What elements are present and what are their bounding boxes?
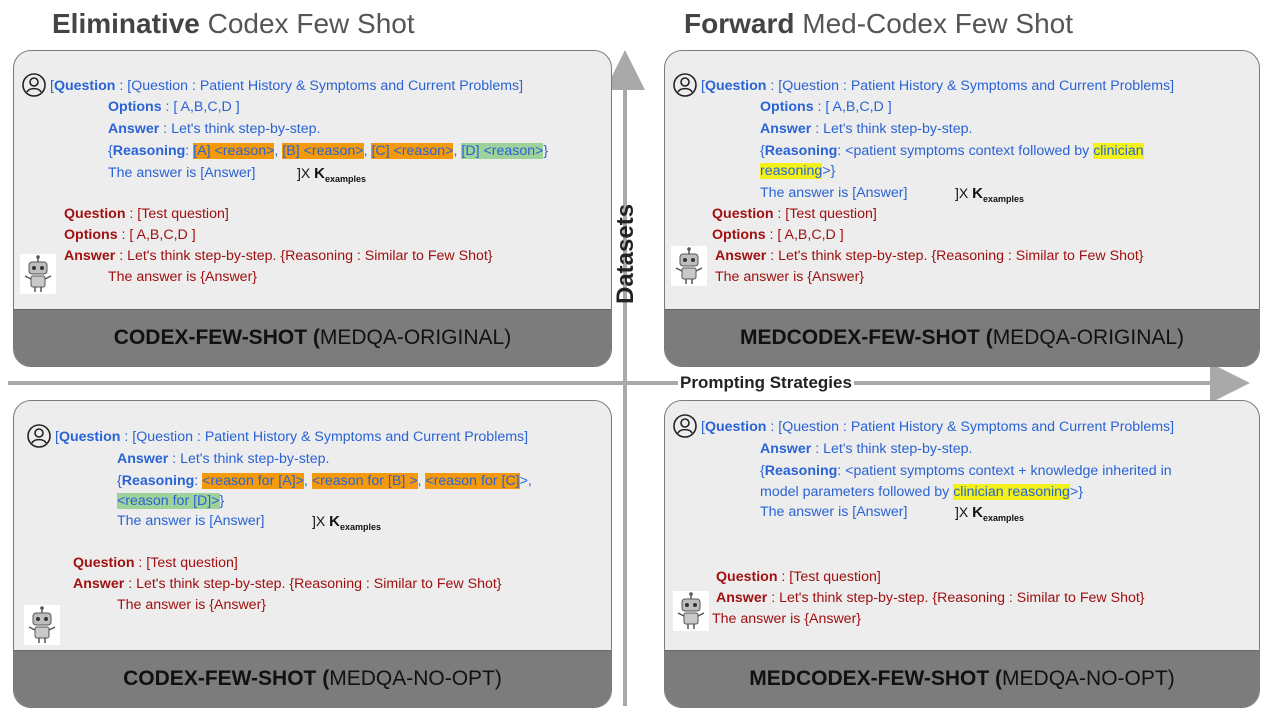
user-circle-icon	[673, 414, 697, 438]
final-answer-line: The answer is [Answer]	[760, 185, 908, 201]
x-axis-label: Prompting Strategies	[678, 373, 854, 393]
panel-footer: MEDCODEX-FEW-SHOT (MEDQA-ORIGINAL)	[665, 309, 1259, 366]
reasoning-line: {Reasoning: [A] <reason>, [B] <reason>, …	[108, 143, 549, 159]
user-circle-icon	[22, 73, 46, 97]
question-line: [Question : [Question : Patient History …	[55, 429, 529, 445]
robot-icon	[671, 246, 707, 286]
panel-codex-no-opt: [Question : [Question : Patient History …	[13, 400, 612, 708]
test-question-line: Question : [Test question]	[73, 555, 238, 571]
y-axis-label: Datasets	[612, 203, 639, 304]
panel-medcodex-original: [Question : [Question : Patient History …	[664, 50, 1260, 367]
final-answer-line: The answer is [Answer]	[117, 513, 265, 529]
test-answer-line: Answer : Let's think step-by-step. {Reas…	[64, 248, 493, 264]
reasoning-line-2: <reason for [D]>}	[117, 493, 225, 509]
reasoning-line: {Reasoning: <reason for [A]>, <reason fo…	[117, 473, 532, 489]
reasoning-line: {Reasoning: <patient symptoms context + …	[760, 463, 1172, 479]
options-line: Options : [ A,B,C,D ]	[760, 99, 892, 115]
reasoning-line: {Reasoning: <patient symptoms context fo…	[760, 143, 1144, 159]
k-examples-multiplier: ]X Kexamples	[297, 165, 366, 184]
k-examples-multiplier: ]X Kexamples	[312, 513, 381, 532]
test-answer-line: Answer : Let's think step-by-step. {Reas…	[73, 576, 502, 592]
test-question-line: Question : [Test question]	[716, 569, 881, 585]
test-final-line: The answer is {Answer}	[715, 269, 865, 285]
panel-medcodex-no-opt: [Question : [Question : Patient History …	[664, 400, 1260, 708]
k-examples-multiplier: ]X Kexamples	[955, 185, 1024, 204]
test-question-line: Question : [Test question]	[64, 206, 229, 222]
test-options-line: Options : [ A,B,C,D ]	[64, 227, 196, 243]
test-options-line: Options : [ A,B,C,D ]	[712, 227, 844, 243]
question-line: [Question : [Question : Patient History …	[701, 78, 1175, 94]
question-line: [Question : [Question : Patient History …	[50, 78, 524, 94]
test-final-line: The answer is {Answer}	[712, 611, 862, 627]
heading-forward: Forward Med-Codex Few Shot	[684, 8, 1074, 39]
test-answer-line: Answer : Let's think step-by-step. {Reas…	[715, 248, 1144, 264]
options-line: Options : [ A,B,C,D ]	[108, 99, 240, 115]
panel-footer: CODEX-FEW-SHOT (MEDQA-NO-OPT)	[14, 650, 611, 707]
answer-line: Answer : Let's think step-by-step.	[117, 451, 330, 467]
answer-line: Answer : Let's think step-by-step.	[108, 121, 321, 137]
question-line: [Question : [Question : Patient History …	[701, 419, 1175, 435]
test-answer-line: Answer : Let's think step-by-step. {Reas…	[716, 590, 1145, 606]
panel-codex-original: [Question : [Question : Patient History …	[13, 50, 612, 367]
reasoning-line-2: reasoning>}	[760, 163, 836, 179]
test-question-line: Question : [Test question]	[712, 206, 877, 222]
robot-icon	[20, 254, 56, 294]
answer-line: Answer : Let's think step-by-step.	[760, 121, 973, 137]
test-final-line: The answer is {Answer}	[117, 597, 267, 613]
user-circle-icon	[27, 424, 51, 448]
final-answer-line: The answer is [Answer]	[760, 504, 908, 520]
robot-icon	[673, 591, 709, 631]
k-examples-multiplier: ]X Kexamples	[955, 504, 1024, 523]
test-final-line: The answer is {Answer}	[108, 269, 258, 285]
heading-eliminative: Eliminative Codex Few Shot	[52, 8, 415, 39]
panel-footer: CODEX-FEW-SHOT (MEDQA-ORIGINAL)	[14, 309, 611, 366]
answer-line: Answer : Let's think step-by-step.	[760, 441, 973, 457]
robot-icon	[24, 605, 60, 645]
reasoning-line-2: model parameters followed by clinician r…	[760, 484, 1083, 500]
user-circle-icon	[673, 73, 697, 97]
final-answer-line: The answer is [Answer]	[108, 165, 256, 181]
panel-footer: MEDCODEX-FEW-SHOT (MEDQA-NO-OPT)	[665, 650, 1259, 707]
